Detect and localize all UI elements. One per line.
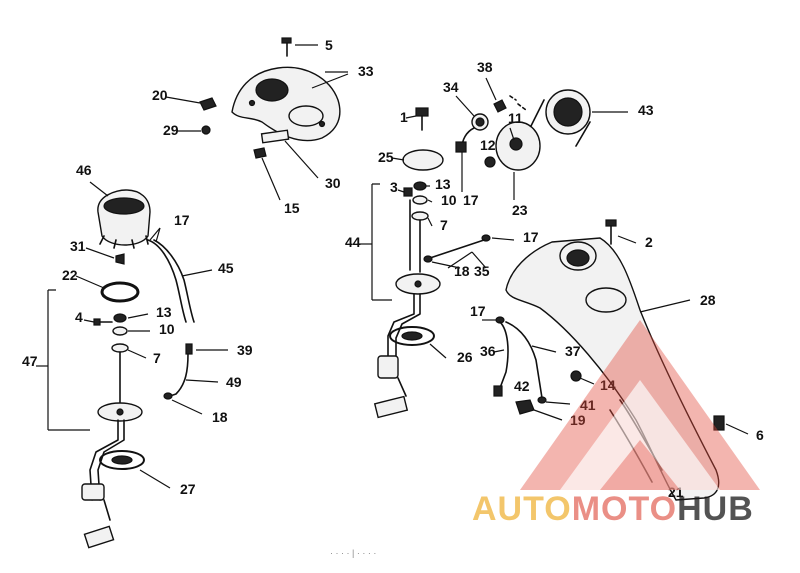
callout-34: 34	[443, 79, 459, 95]
callout-13: 13	[156, 304, 172, 320]
callout-17: 17	[470, 303, 486, 319]
callout-7: 7	[440, 217, 448, 233]
callout-41: 41	[580, 397, 596, 413]
callout-45: 45	[218, 260, 234, 276]
speedometer-part-43	[495, 89, 591, 171]
callout-13: 13	[435, 176, 451, 192]
clip-part-19	[515, 399, 535, 415]
callout-5: 5	[325, 37, 333, 53]
callout-15: 15	[284, 200, 300, 216]
screw-part-1	[415, 107, 429, 131]
callout-44: 44	[345, 234, 361, 250]
callout-numbers: 5332029301546173145221341074739491827383…	[22, 37, 764, 500]
callout-28: 28	[700, 292, 716, 308]
bolt-part-15	[253, 147, 267, 159]
callout-19: 19	[570, 412, 586, 428]
callout-17: 17	[174, 212, 190, 228]
callout-17: 17	[523, 229, 539, 245]
callout-23: 23	[512, 202, 528, 218]
grommet-part-31	[115, 253, 125, 265]
sending-unit-part-44	[373, 273, 441, 419]
nut-part-29	[201, 125, 211, 135]
callout-35: 35	[474, 263, 490, 279]
callout-18: 18	[454, 263, 470, 279]
callout-33: 33	[358, 63, 374, 79]
fuel-gauge-part-46	[97, 189, 151, 249]
callout-12: 12	[480, 137, 496, 153]
callout-1: 1	[400, 109, 408, 125]
cover-plate-part-25	[402, 149, 444, 171]
washers-parts-13-10-7	[111, 313, 129, 353]
screw-part-5	[281, 37, 292, 57]
callout-17: 17	[463, 192, 479, 208]
callout-31: 31	[70, 238, 86, 254]
footer-text: · · · · | · · · ·	[330, 548, 376, 558]
wire-part-49	[163, 343, 193, 400]
watermark-auto: AUTO	[472, 490, 572, 528]
callout-26: 26	[457, 349, 473, 365]
washers-center	[403, 181, 429, 221]
nut-part-14	[570, 370, 582, 382]
callout-47: 47	[22, 353, 38, 369]
callout-46: 46	[76, 162, 92, 178]
callout-18: 18	[212, 409, 228, 425]
callout-20: 20	[152, 87, 168, 103]
gasket-part-26	[389, 326, 435, 346]
gasket-part-22	[100, 281, 140, 303]
callout-39: 39	[237, 342, 253, 358]
callout-29: 29	[163, 122, 179, 138]
watermark-triangle-logo	[520, 320, 760, 490]
callout-36: 36	[480, 343, 496, 359]
callout-27: 27	[180, 481, 196, 497]
callout-43: 43	[638, 102, 654, 118]
screw-part-2	[605, 219, 617, 245]
callout-25: 25	[378, 149, 394, 165]
callout-37: 37	[565, 343, 581, 359]
screw-part-4	[93, 318, 113, 326]
watermark-triangle-2	[560, 380, 720, 490]
callout-11: 11	[508, 110, 523, 126]
callout-10: 10	[441, 192, 457, 208]
clip-part-20	[199, 97, 217, 111]
automotohub-watermark: AUTOMOTOHUB	[472, 320, 760, 528]
callout-30: 30	[325, 175, 341, 191]
wire-part-35	[423, 234, 491, 263]
callout-38: 38	[477, 59, 493, 75]
callout-6: 6	[756, 427, 764, 443]
callout-14: 14	[600, 377, 616, 393]
callout-3: 3	[390, 179, 398, 195]
watermark-hub: HUB	[677, 490, 754, 528]
sending-unit-part-47	[81, 402, 143, 549]
nut-part-12	[484, 156, 496, 168]
pad-part-30	[260, 129, 290, 144]
callout-42: 42	[514, 378, 530, 394]
gasket-part-27	[99, 450, 145, 470]
instrument-cover-part-33	[231, 66, 341, 142]
watermark-text: AUTOMOTOHUB	[472, 490, 754, 528]
callout-2: 2	[645, 234, 653, 250]
callout-10: 10	[159, 321, 175, 337]
callout-4: 4	[75, 309, 83, 325]
wire-harness-parts-36-37	[493, 316, 547, 404]
callout-22: 22	[62, 267, 78, 283]
callout-7: 7	[153, 350, 161, 366]
watermark-triangle-3	[600, 440, 680, 490]
bolt-part-6	[713, 415, 725, 431]
watermark-moto: MOTO	[572, 490, 677, 528]
bolt-part-38	[493, 99, 507, 113]
callout-49: 49	[226, 374, 242, 390]
